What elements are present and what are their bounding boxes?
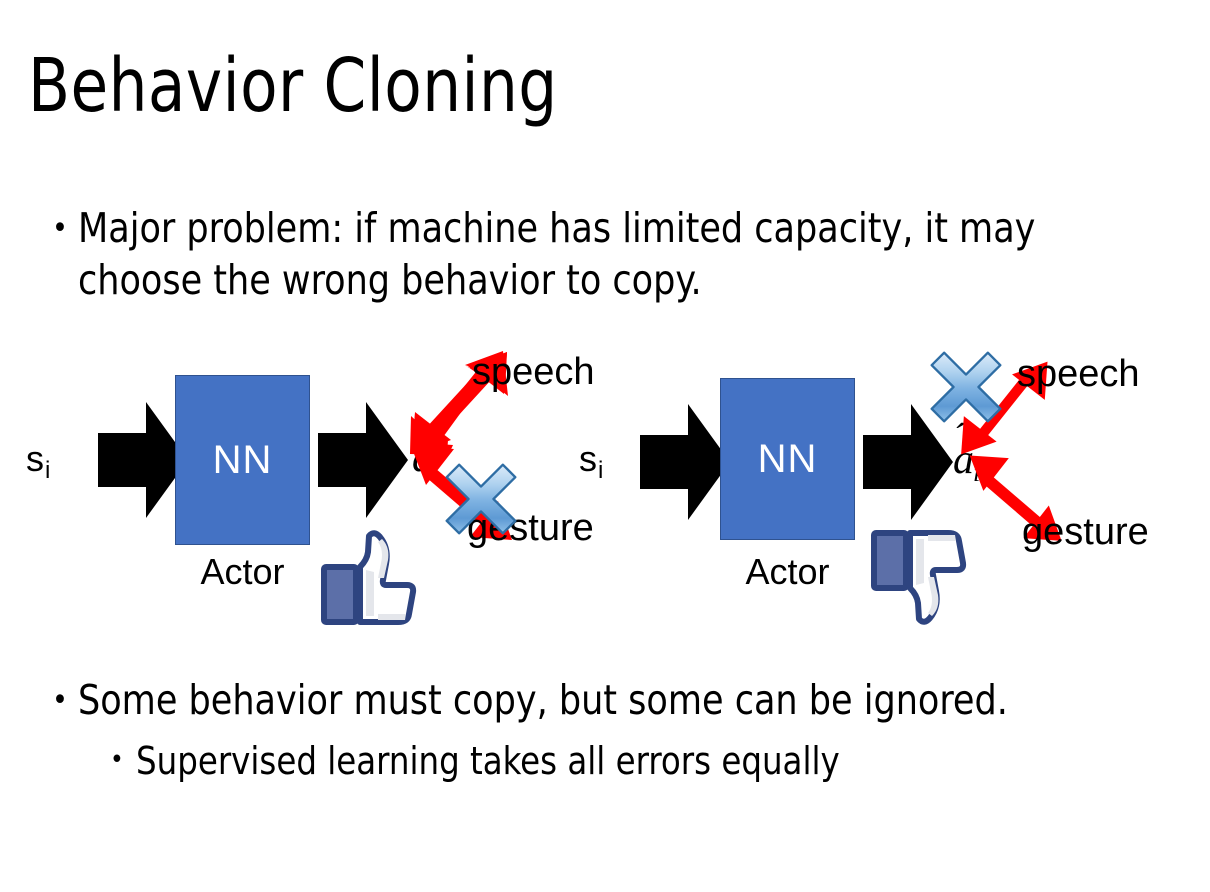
bullet-dot-icon: • (110, 745, 124, 775)
bullet-bottom-level1: • Some behavior must copy, but some can … (52, 674, 1172, 726)
nn-box-label-right: NN (757, 437, 818, 481)
input-arrow-left (98, 400, 188, 520)
branch-arrow-speech-left (408, 348, 518, 458)
diagram-negative-case: si NN Actor ai (565, 340, 1195, 640)
cross-out-icon-speech-right (927, 348, 1005, 426)
output-arrow-left (318, 400, 408, 520)
bullet-bottom-level2-text: Supervised learning takes all errors equ… (136, 739, 840, 783)
cross-out-icon-gesture-left (442, 460, 520, 538)
bullet-bottom-level1-text: Some behavior must copy, but some can be… (78, 676, 1008, 724)
bullet-dot-icon: • (52, 211, 68, 246)
bullet-top-text: Major problem: if machine has limited ca… (78, 204, 1036, 304)
diagram-positive-case: si NN Actor ai (20, 340, 630, 640)
branch-label-speech-right: speech (1017, 353, 1140, 395)
branch-label-speech-left: speech (472, 351, 595, 393)
branch-arrow-gesture-right (963, 450, 1071, 550)
actor-label-right: Actor (745, 551, 830, 592)
page-title: Behavior Cloning (28, 43, 558, 129)
branch-arrow-speech-right (955, 358, 1060, 458)
bullet-top: • Major problem: if machine has limited … (52, 202, 1132, 306)
input-arrow-right (640, 402, 730, 522)
thumbs-up-icon (320, 528, 420, 632)
nn-box-right: NN (720, 378, 855, 540)
bullet-bottom-level2: • Supervised learning takes all errors e… (110, 736, 1170, 786)
output-arrow-right (863, 402, 953, 522)
actor-label-left: Actor (200, 551, 285, 592)
nn-box-left: NN (175, 375, 310, 545)
bullet-dot-icon: • (52, 683, 68, 718)
thumbs-down-icon (870, 520, 970, 630)
branch-label-gesture-right: gesture (1022, 511, 1149, 553)
state-input-label-right: si (579, 438, 604, 485)
nn-box-label-left: NN (212, 438, 273, 482)
state-input-label-left: si (26, 438, 51, 485)
